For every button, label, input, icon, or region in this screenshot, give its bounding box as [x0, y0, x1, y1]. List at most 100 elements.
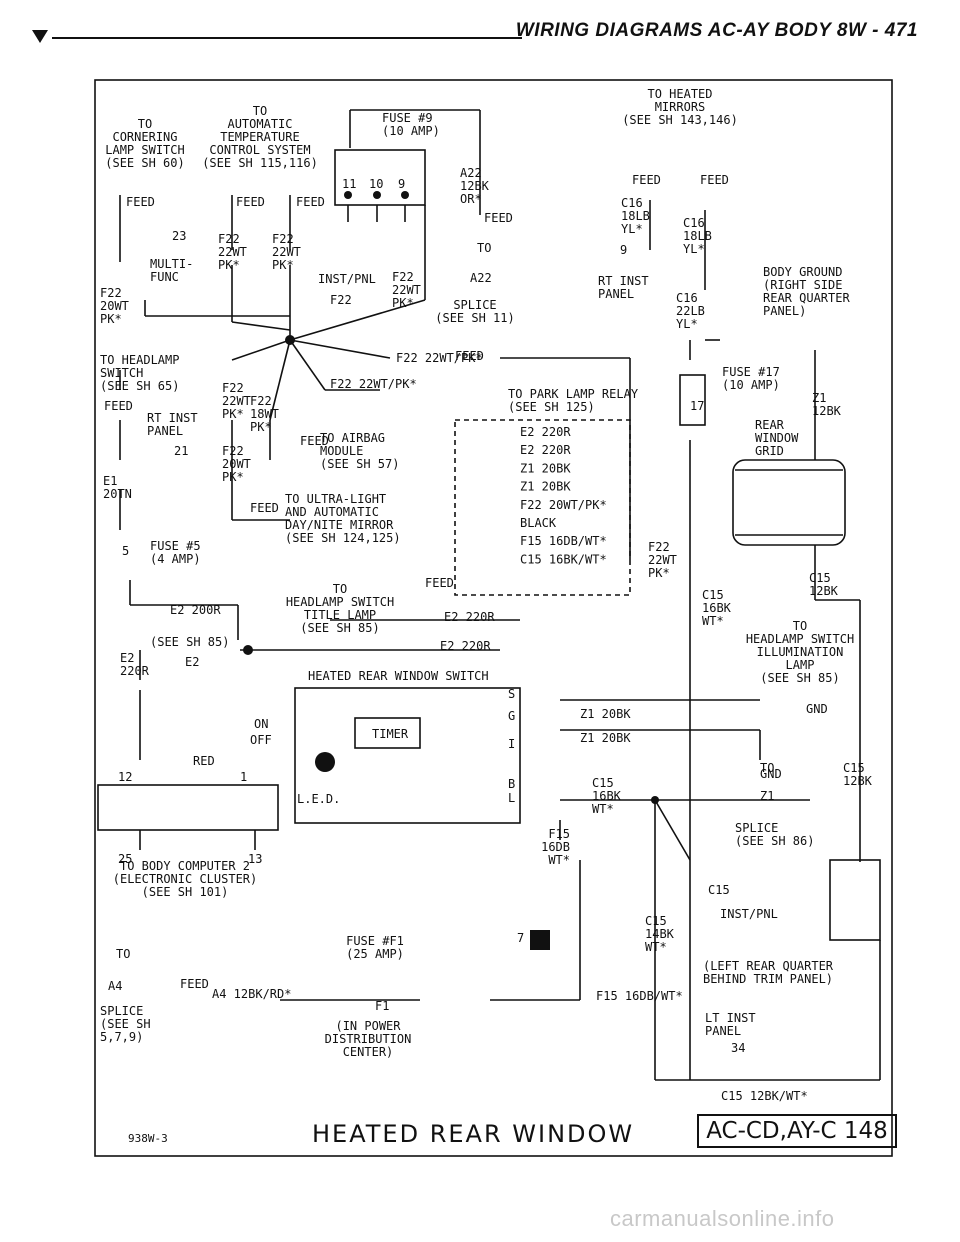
label-a4-splice: A4	[108, 979, 122, 993]
label-e2-left: 220R	[120, 664, 150, 678]
label-connector-box: Z1 20BK	[520, 461, 571, 475]
label-body-computer: TO BODY COMPUTER 2	[120, 859, 250, 873]
label-pin5: 5	[122, 544, 129, 558]
label-z1-12bk: 12BK	[812, 404, 842, 418]
label-z1-20bk-b: Z1 20BK	[580, 731, 631, 745]
label-z1-20bk-a: Z1 20BK	[580, 707, 631, 721]
diagram-wires	[97, 109, 881, 1081]
label-feed: FEED	[700, 173, 729, 187]
label-f22-20wt2: F22	[222, 444, 244, 458]
label-pin25: 25	[118, 852, 132, 866]
label-feed: FEED	[484, 211, 513, 225]
label-c15-14bk: WT*	[645, 940, 667, 954]
label-connector-box: F15 16DB/WT*	[520, 534, 607, 548]
label-to-airbag: TO AIRBAG	[320, 431, 385, 445]
label-e1-20tn: 20TN	[103, 487, 132, 501]
label-heated-mirrors: TO HEATED	[647, 87, 712, 101]
label-cornering: CORNERING	[112, 130, 177, 144]
label-f22-inst: PK*	[392, 296, 414, 310]
label-f22-splice: F22	[330, 293, 352, 307]
label-e2-200r: E2 200R	[170, 603, 221, 617]
label-c15-16bk: C15	[702, 588, 724, 602]
label-f22-22wt-left: F22	[222, 381, 244, 395]
footer-title: HEATED REAR WINDOW	[312, 1120, 635, 1148]
label-to-park-lamp: TO PARK LAMP RELAY	[508, 387, 639, 401]
label-feed: FEED	[250, 501, 279, 515]
label-c16-a: C16	[621, 196, 643, 210]
label-feed: FEED	[236, 195, 265, 209]
label-feed: FEED	[425, 576, 454, 590]
label-led: L.E.D.	[297, 792, 340, 806]
label-heated-mirrors: MIRRORS	[655, 100, 706, 114]
label-feed: FEED	[632, 173, 661, 187]
label-c16-c: C16	[676, 291, 698, 305]
label-f22-22wt-left: PK*	[222, 407, 244, 421]
header-rule	[52, 37, 522, 39]
label-c15-12bk-wt: C15 12BK/WT*	[721, 1089, 808, 1103]
label-e2-220r-a: E2 220R	[444, 610, 495, 624]
label-e2-220r-b: E2 220R	[440, 639, 491, 653]
label-timer: TIMER	[372, 727, 409, 741]
label-f22-wt-a: 22WT	[218, 245, 247, 259]
label-to-park-lamp: (SEE SH 125)	[508, 400, 595, 414]
connector-pin-label: 9	[398, 177, 405, 191]
label-connector-box: C15 16BK/WT*	[520, 552, 607, 566]
label-body-ground: (RIGHT SIDE	[763, 278, 842, 292]
label-f22-20wt2: PK*	[222, 470, 244, 484]
label-connector-box: E2 220R	[520, 425, 571, 439]
label-body-computer: (SEE SH 101)	[142, 885, 229, 899]
label-left-rear-quarter: BEHIND TRIM PANEL)	[703, 972, 833, 986]
label-cornering: (SEE SH 60)	[105, 156, 184, 170]
label-auto-temp: TO	[253, 104, 267, 118]
label-headlamp-illum: HEADLAMP SWITCH	[746, 632, 854, 646]
label-f22-wt-b: 22WT	[272, 245, 301, 259]
label-c15-wt: C15	[592, 776, 614, 790]
label-heated-switch: HEATED REAR WINDOW SWITCH	[308, 669, 489, 683]
label-c15-12bk-right: 12BK	[843, 774, 873, 788]
label-rt-inst-panel: PANEL	[598, 287, 634, 301]
label-gnd: GND	[806, 702, 828, 716]
label-feed: FEED	[126, 195, 155, 209]
label-headlamp-title: TITLE LAMP	[304, 608, 376, 622]
label-f1: F1	[375, 999, 389, 1013]
label-z1-12bk: Z1	[812, 391, 826, 405]
diagram-frame	[94, 79, 893, 1157]
label-to-a4: TO	[116, 947, 130, 961]
label-pin34: 34	[731, 1041, 745, 1055]
label-f15-16db: F15	[548, 827, 570, 841]
label-splice-sh579: (SEE SH	[100, 1017, 151, 1031]
label-auto-temp: AUTOMATIC	[227, 117, 292, 131]
watermark-text: carmanualsonline.info	[610, 1206, 835, 1231]
label-f22-inst: F22	[392, 270, 414, 284]
label-a4-wire: A4 12BK/RD*	[212, 987, 291, 1001]
label-ultra-light: AND AUTOMATIC	[285, 505, 379, 519]
label-to-airbag: MODULE	[320, 444, 363, 458]
label-f22-18wt: PK*	[250, 420, 272, 434]
label-f15-16db: WT*	[548, 853, 570, 867]
label-to-a22: TO	[477, 241, 491, 255]
label-fuse5: FUSE #5	[150, 539, 201, 553]
label-fuse9: FUSE #9	[382, 111, 433, 125]
label-c15-wt: 16BK	[592, 789, 622, 803]
label-pin9: 9	[620, 243, 627, 257]
label-gnd2: GND	[760, 767, 782, 781]
label-splice-sh579: 5,7,9)	[100, 1030, 143, 1044]
label-c16-b: YL*	[683, 242, 705, 256]
switch-pin-label: B	[508, 777, 515, 791]
label-pin13: 13	[248, 852, 262, 866]
label-pin12: 12	[118, 770, 132, 784]
label-see-sh85: (SEE SH 85)	[150, 635, 229, 649]
page-header-title: WIRING DIAGRAMS AC-AY BODY 8W - 471	[515, 20, 918, 41]
switch-pin-label: I	[508, 737, 515, 751]
label-fuse9: (10 AMP)	[382, 124, 440, 138]
label-f22-18wt: 18WT	[250, 407, 279, 421]
label-rt-inst-panel: RT INST	[598, 274, 649, 288]
label-feed: FEED	[455, 349, 484, 363]
label-c15-12bk: 12BK	[809, 584, 839, 598]
label-feed: FEED	[300, 434, 329, 448]
label-headlamp-illum: (SEE SH 85)	[760, 671, 839, 685]
label-splice-sh86: (SEE SH 86)	[735, 834, 814, 848]
label-f22-18wt: F22	[250, 394, 272, 408]
label-multi-func: FUNC	[150, 270, 179, 284]
label-c16-a: 18LB	[621, 209, 650, 223]
